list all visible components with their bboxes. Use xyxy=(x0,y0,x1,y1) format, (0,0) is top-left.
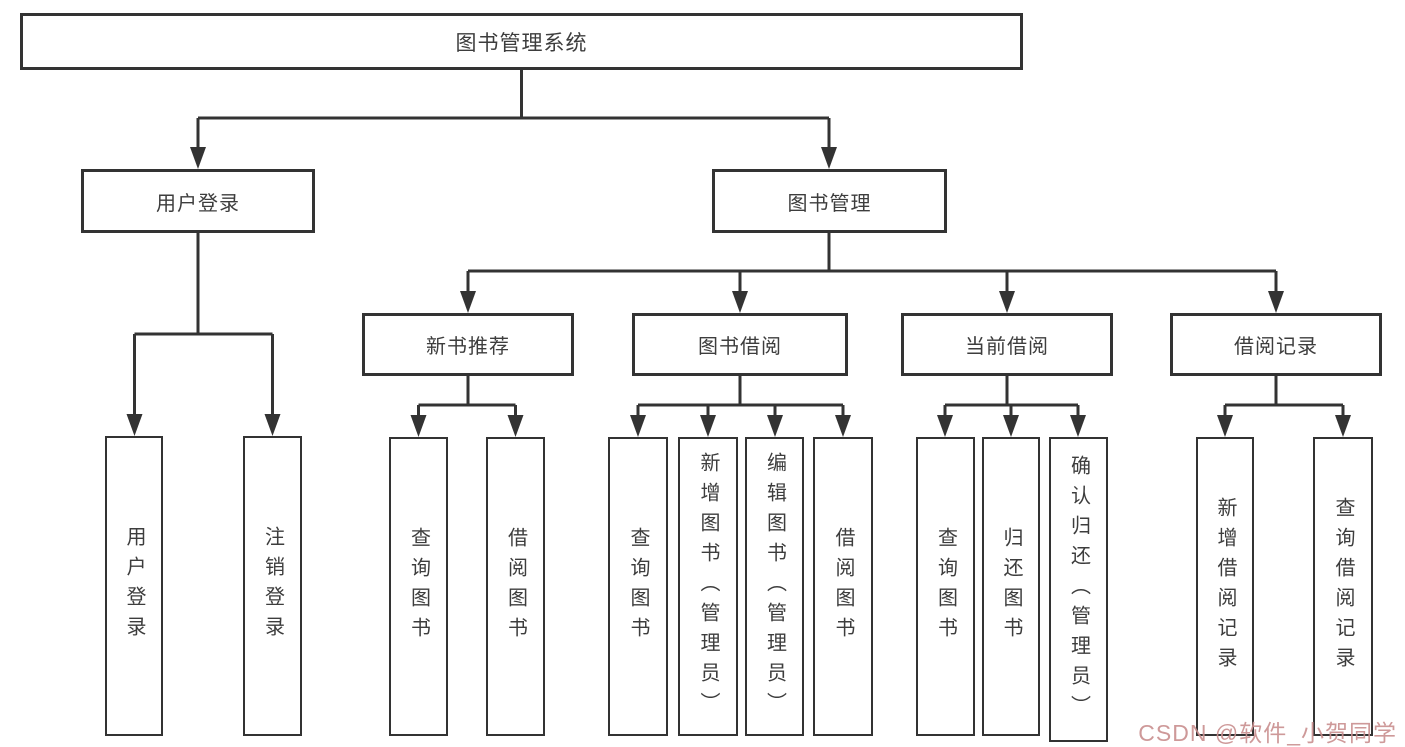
node-book-management: 图书管理 xyxy=(712,169,947,233)
node-leaf-logout: 注销登录 xyxy=(243,436,302,736)
node-label: 新增图书（管理员） xyxy=(697,451,719,722)
node-label: 查询借阅记录 xyxy=(1332,496,1354,677)
node-label: 借阅图书 xyxy=(832,526,854,647)
arrowheads xyxy=(126,147,1351,437)
node-leaf-add-borrow-record: 新增借阅记录 xyxy=(1196,437,1254,736)
node-label: 归还图书 xyxy=(1000,526,1022,647)
node-leaf-confirm-return-admin: 确认归还（管理员） xyxy=(1049,437,1108,742)
node-leaf-user-login: 用户登录 xyxy=(105,436,163,736)
node-borrow-records: 借阅记录 xyxy=(1170,313,1382,376)
node-label: 用户登录 xyxy=(156,192,240,215)
node-leaf-query-borrow-record: 查询借阅记录 xyxy=(1313,437,1373,736)
node-leaf-add-book-admin: 新增图书（管理员） xyxy=(678,437,738,736)
node-label: 借阅记录 xyxy=(1234,336,1318,358)
node-user-login: 用户登录 xyxy=(81,169,315,233)
node-label: 编辑图书（管理员） xyxy=(763,451,786,722)
node-leaf-query-book-3: 查询图书 xyxy=(916,437,975,736)
node-label: 当前借阅 xyxy=(965,336,1049,358)
node-label: 用户登录 xyxy=(123,526,145,646)
node-leaf-edit-book-admin: 编辑图书（管理员） xyxy=(745,437,804,736)
watermark: CSDN @软件_小贺同学 xyxy=(1138,720,1397,746)
node-label: 查询图书 xyxy=(934,526,957,647)
node-label: 查询图书 xyxy=(627,526,649,647)
node-new-book-recommend: 新书推荐 xyxy=(362,313,574,376)
node-label: 借阅图书 xyxy=(504,526,527,647)
node-label: 新增借阅记录 xyxy=(1214,496,1236,677)
node-label: 新书推荐 xyxy=(426,336,510,358)
node-label: 图书管理 xyxy=(787,192,872,215)
node-label: 图书借阅 xyxy=(698,336,782,358)
node-root: 图书管理系统 xyxy=(20,13,1023,70)
node-leaf-query-book-1: 查询图书 xyxy=(389,437,448,736)
node-leaf-borrow-book-1: 借阅图书 xyxy=(486,437,545,736)
node-leaf-query-book-2: 查询图书 xyxy=(608,437,668,736)
node-label: 图书管理系统 xyxy=(455,31,588,55)
node-current-borrow: 当前借阅 xyxy=(901,313,1113,376)
node-leaf-return-book: 归还图书 xyxy=(982,437,1040,736)
node-label: 确认归还（管理员） xyxy=(1067,454,1090,725)
node-label: 注销登录 xyxy=(261,526,284,646)
node-label: 查询图书 xyxy=(407,526,430,647)
node-leaf-borrow-book-2: 借阅图书 xyxy=(813,437,873,736)
node-book-borrow: 图书借阅 xyxy=(632,313,848,376)
